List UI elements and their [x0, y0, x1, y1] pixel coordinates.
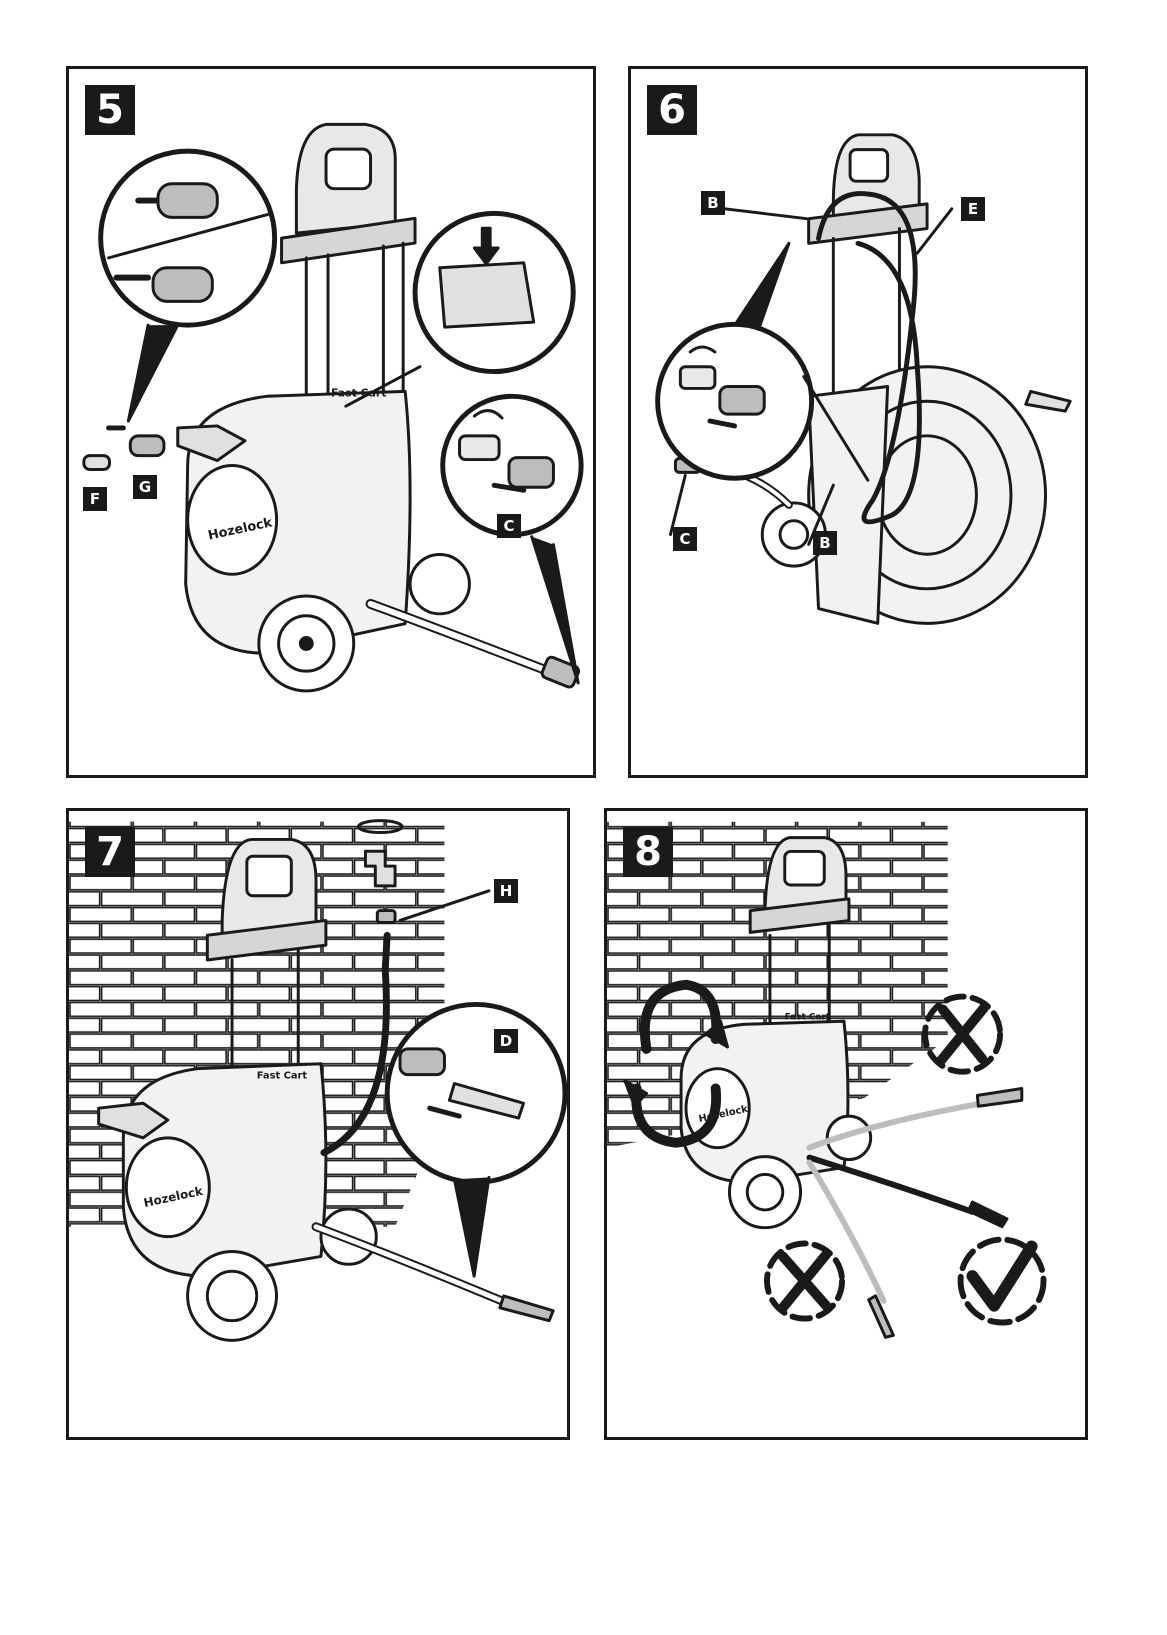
step-8-illustration: Hozelock Fast Cart — [607, 811, 1085, 1437]
step-7-illustration: Hozelock Fast Cart — [69, 811, 567, 1437]
front-wheel — [188, 1251, 277, 1340]
callout-label-c: C — [497, 514, 521, 538]
spray-nozzle-icon — [968, 1202, 1007, 1227]
step-number-badge: 5 — [85, 85, 135, 135]
brand-label: Fast Cart — [785, 1012, 831, 1022]
part-g — [130, 436, 164, 456]
step-5-panel: Hozelock Fast Cart — [66, 66, 596, 778]
callout-label-c: C — [673, 527, 697, 551]
callout-label-d: D — [494, 1029, 518, 1053]
front-wheel — [729, 1157, 800, 1228]
callout-label-b: B — [701, 191, 725, 215]
rear-wheel — [410, 554, 469, 613]
step-7-panel: Hozelock Fast Cart 8 7 H D — [66, 808, 570, 1440]
callout-label-h: H — [494, 879, 518, 903]
step-number-badge: 8 — [623, 827, 673, 877]
step-number-badge: 7 — [85, 827, 135, 877]
callout-label-f: F — [83, 487, 107, 511]
spray-nozzle-icon — [500, 1296, 553, 1321]
callout-label-b: B — [813, 531, 837, 555]
callout-label-g: G — [133, 475, 157, 499]
step-5-illustration: Hozelock Fast Cart — [69, 69, 593, 775]
callout-label-e: E — [961, 197, 985, 221]
brand-label: Fast Cart — [257, 1071, 308, 1082]
step-6-panel: 6 B E C B — [628, 66, 1088, 778]
step-number-badge: 6 — [647, 85, 697, 135]
step-8-panel: Hozelock Fast Cart 8 — [604, 808, 1088, 1440]
step-6-illustration — [631, 69, 1085, 775]
part-f — [84, 456, 110, 470]
